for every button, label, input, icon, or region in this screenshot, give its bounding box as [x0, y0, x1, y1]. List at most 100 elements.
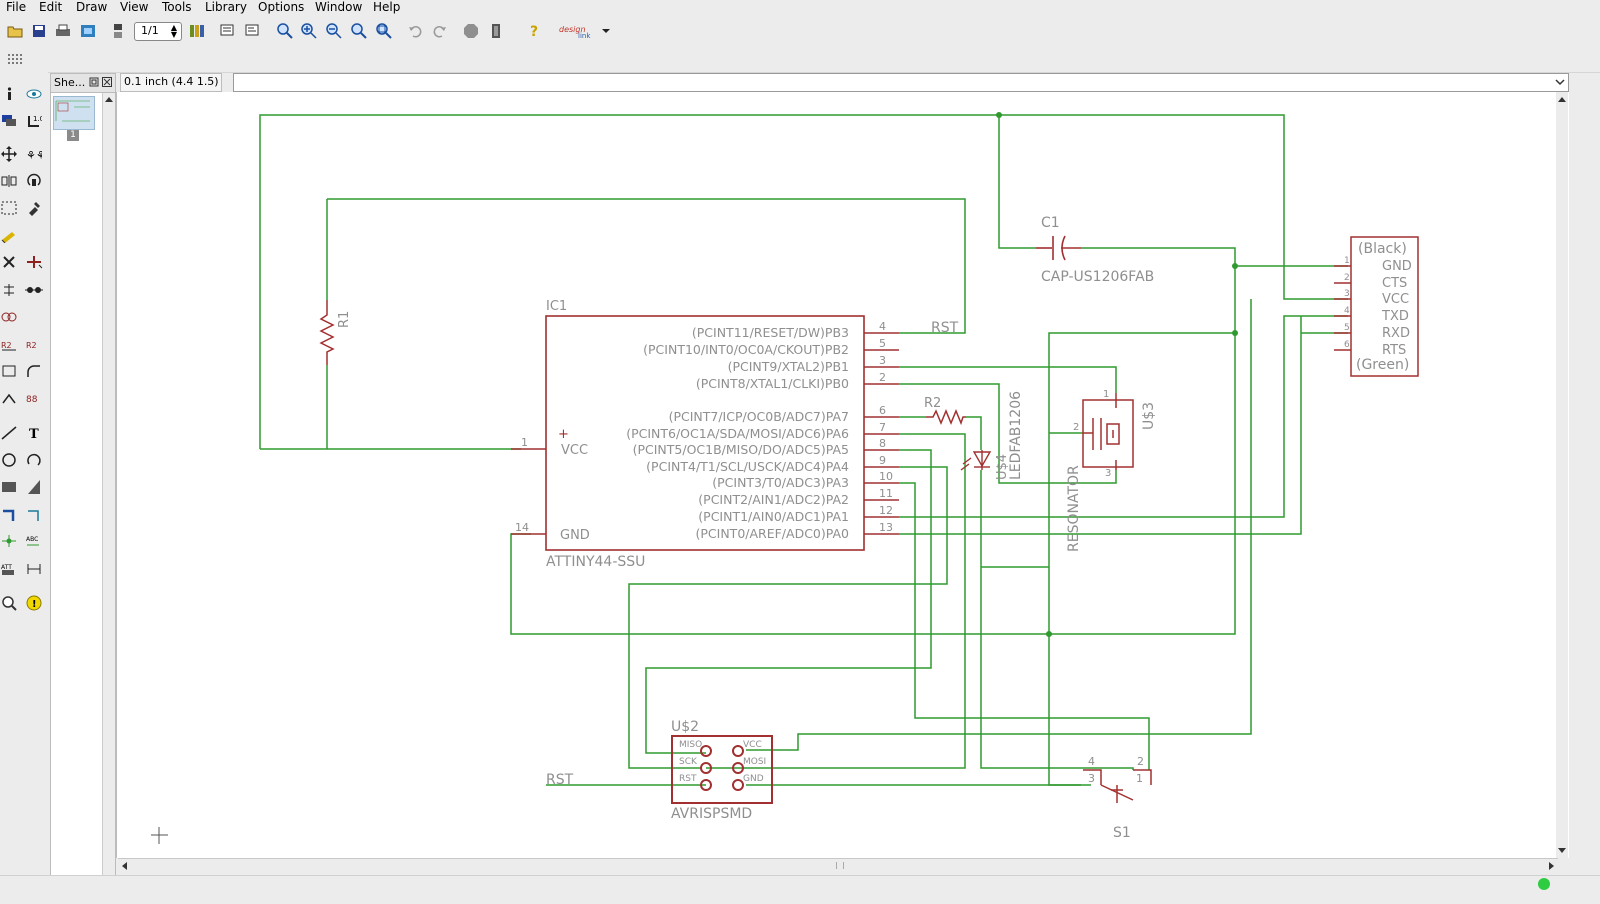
replace-icon[interactable] [0, 308, 18, 326]
save-icon[interactable] [30, 22, 48, 40]
r2-symbol[interactable] [926, 409, 966, 426]
menu-file[interactable]: File [6, 0, 27, 14]
schematic-canvas[interactable]: IC1 ATTINY44-SSU VCC GND + 1 14 (PCINT11… [116, 92, 1569, 858]
close-icon[interactable] [102, 77, 112, 87]
scroll-up-icon[interactable] [105, 96, 113, 102]
erc-icon[interactable] [0, 594, 18, 612]
menu-edit[interactable]: Edit [39, 0, 63, 14]
split-icon[interactable] [0, 389, 18, 407]
ic1-plus-mark: + [558, 427, 569, 442]
attribute-icon[interactable]: ATT [0, 560, 18, 578]
rectangle-icon[interactable] [0, 478, 18, 496]
scroll-grip[interactable] [836, 862, 844, 869]
scroll-right-icon[interactable] [1549, 862, 1555, 870]
zoom-select-icon[interactable] [375, 22, 393, 40]
group-icon[interactable] [0, 199, 18, 217]
menu-library[interactable]: Library [205, 0, 247, 14]
stop-icon[interactable] [462, 22, 480, 40]
history-dropdown-icon[interactable] [1555, 79, 1565, 86]
vertical-scrollbar[interactable] [1556, 92, 1568, 858]
float-icon[interactable] [89, 77, 99, 87]
use-library-icon[interactable] [188, 22, 206, 40]
sheet-thumbnail[interactable] [53, 96, 95, 130]
ulp-icon[interactable] [245, 22, 263, 40]
text-icon[interactable]: T [25, 424, 43, 442]
scroll-left-icon[interactable] [121, 862, 127, 870]
ic1-pin-label: (PCINT6/OC1A/SDA/MOSI/ADC6)PA6 [626, 426, 849, 441]
r1-symbol[interactable] [319, 300, 335, 365]
menu-help[interactable]: Help [373, 0, 401, 14]
c1-symbol[interactable] [1036, 235, 1081, 261]
show-icon[interactable] [25, 85, 43, 103]
board-switch-icon[interactable] [109, 22, 127, 40]
ic1-symbol[interactable] [511, 315, 899, 551]
ic1-pin-number: 9 [879, 454, 886, 467]
miter-icon[interactable] [25, 362, 43, 380]
go-icon[interactable] [487, 22, 505, 40]
sheet-selector[interactable]: 1/1▲▼ [134, 22, 182, 41]
dimension-icon[interactable] [25, 560, 43, 578]
menu-draw[interactable]: Draw [76, 0, 108, 14]
display-layers-icon[interactable] [0, 112, 18, 130]
menu-view[interactable]: View [120, 0, 149, 14]
menu-window[interactable]: Window [315, 0, 363, 14]
help-icon[interactable]: ? [525, 22, 543, 40]
scroll-up-icon[interactable] [1558, 96, 1566, 102]
ftdi-header-symbol[interactable] [1334, 236, 1419, 377]
dropdown-arrow-icon[interactable] [600, 22, 612, 40]
copy-icon[interactable]: ⚘⚘ [25, 145, 43, 163]
avrisp-symbol[interactable] [671, 735, 773, 804]
errors-icon[interactable]: ! [25, 594, 43, 612]
redo-icon[interactable] [431, 22, 449, 40]
scroll-down-icon[interactable] [1558, 848, 1566, 854]
spin-arrows-icon[interactable]: ▲▼ [170, 23, 177, 39]
change-icon[interactable] [25, 199, 43, 217]
menu-tools[interactable]: Tools [162, 0, 192, 14]
smash-icon[interactable] [0, 362, 18, 380]
script-icon[interactable] [220, 22, 238, 40]
grid-icon[interactable] [6, 51, 24, 69]
open-icon[interactable] [6, 22, 24, 40]
mirror-icon[interactable] [0, 172, 18, 190]
name-icon[interactable]: R2 [0, 336, 18, 354]
wire-icon[interactable] [0, 424, 18, 442]
mark-icon[interactable]: 1.0 [25, 112, 43, 130]
led-symbol[interactable] [960, 450, 992, 471]
rotate-icon[interactable] [25, 172, 43, 190]
switch-s1-symbol[interactable] [1083, 769, 1152, 803]
add-icon[interactable] [25, 253, 43, 271]
ic1-vcc-pin: 1 [521, 436, 528, 449]
info-icon[interactable] [0, 85, 18, 103]
command-line-input[interactable] [233, 73, 1569, 92]
horizontal-scrollbar[interactable] [118, 858, 1558, 873]
arc-icon[interactable] [25, 451, 43, 469]
print-icon[interactable] [54, 22, 72, 40]
redraw-icon[interactable] [350, 22, 368, 40]
zoom-out-icon[interactable] [325, 22, 343, 40]
menu-options[interactable]: Options [258, 0, 305, 14]
invoke-icon[interactable]: 88 [25, 389, 43, 407]
junction-icon[interactable] [0, 532, 18, 550]
ic1-pin-label: (PCINT4/T1/SCL/USCK/ADC4)PA4 [646, 459, 849, 474]
svg-text:⚘⚘: ⚘⚘ [26, 149, 42, 161]
polygon-icon[interactable] [25, 478, 43, 496]
delete-icon[interactable] [0, 253, 18, 271]
cam-processor-icon[interactable] [79, 22, 97, 40]
bus-icon[interactable] [0, 506, 18, 524]
undo-icon[interactable] [406, 22, 424, 40]
switch-pin: 2 [1137, 755, 1144, 768]
value-icon[interactable]: R2 [25, 336, 43, 354]
zoom-fit-icon[interactable] [276, 22, 294, 40]
pinswap-icon[interactable] [0, 281, 18, 299]
zoom-in-icon[interactable] [300, 22, 318, 40]
move-icon[interactable] [0, 145, 18, 163]
net-icon[interactable] [25, 506, 43, 524]
c1-name: C1 [1041, 215, 1060, 231]
label-icon[interactable]: ABC [25, 532, 43, 550]
gateswap-icon[interactable] [25, 281, 43, 299]
resonator-symbol[interactable] [1082, 393, 1134, 470]
paste-icon[interactable] [0, 227, 18, 245]
sheets-scrollbar[interactable] [102, 93, 115, 888]
circle-icon[interactable] [0, 451, 18, 469]
